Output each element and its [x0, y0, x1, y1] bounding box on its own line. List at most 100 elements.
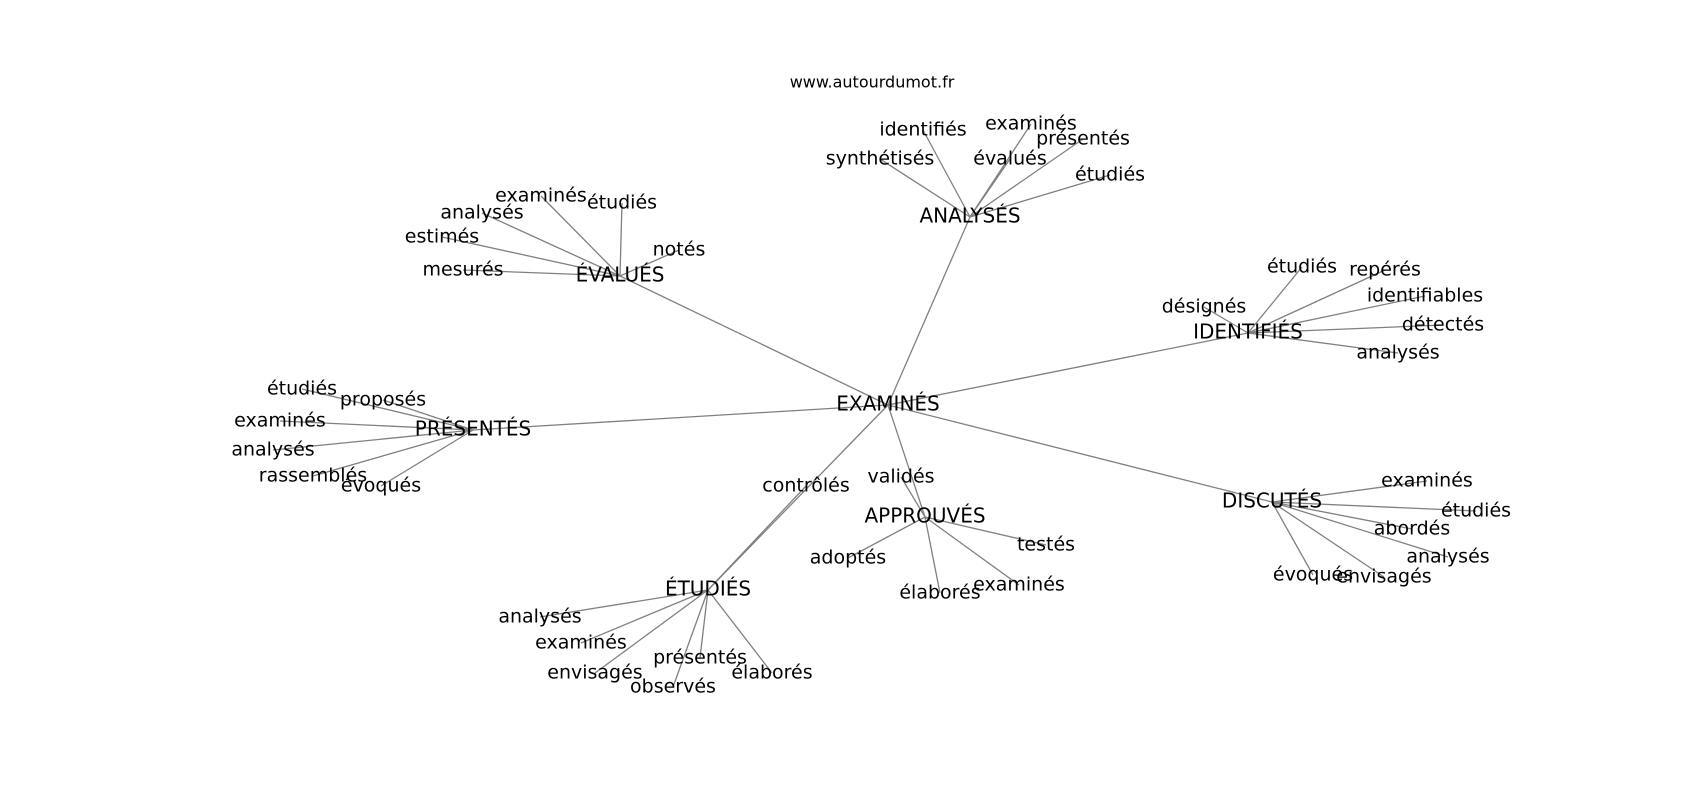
hub-word-evalues[interactable]: ÉVALUÉS: [576, 263, 665, 287]
graph-edges: [272, 123, 1477, 688]
leaf-word-discutes-4[interactable]: évoqués: [1273, 564, 1353, 586]
edge-analyses-leaf-2: [969, 138, 1084, 218]
edge-presentes-leaf-0: [301, 388, 474, 431]
center-word[interactable]: EXAMINÉS: [836, 392, 939, 416]
leaf-word-approuves-4[interactable]: examinés: [973, 574, 1065, 596]
edge-etudies-leaf-4: [699, 589, 709, 659]
edge-discutes-leaf-5: [1271, 501, 1385, 578]
leaf-word-presentes-4[interactable]: rassemblés: [259, 465, 367, 487]
edge-approuves-leaf-0: [900, 476, 926, 518]
edge-analyses-leaf-5: [969, 174, 1111, 218]
edge-identifies-leaf-5: [1247, 332, 1399, 354]
leaf-word-etudies-5[interactable]: observés: [630, 676, 716, 698]
edge-etudies-leaf-5: [672, 589, 709, 688]
leaf-word-evalues-4[interactable]: notés: [653, 239, 706, 261]
watermark: www.autourdumot.fr: [790, 73, 955, 92]
hub-word-analyses[interactable]: ANALYSÉS: [919, 204, 1020, 228]
edge-presentes-leaf-3: [272, 429, 474, 451]
edge-identifies-leaf-4: [1247, 324, 1444, 334]
edge-etudies-leaf-6: [707, 589, 773, 674]
leaf-word-presentes-2[interactable]: examinés: [234, 410, 326, 432]
leaf-word-approuves-0[interactable]: validés: [867, 466, 934, 488]
edge-discutes-leaf-4: [1271, 501, 1314, 576]
leaf-word-approuves-3[interactable]: élaborés: [899, 582, 980, 604]
leaf-word-analyses-0[interactable]: identifiés: [879, 119, 966, 141]
edge-analyses-leaf-0: [922, 129, 971, 218]
leaf-word-analyses-1[interactable]: examinés: [985, 113, 1077, 135]
edge-presentes-leaf-5: [380, 429, 474, 487]
leaf-word-analyses-2[interactable]: présentés: [1036, 128, 1130, 150]
leaf-word-evalues-2[interactable]: étudiés: [587, 192, 657, 214]
edge-approuves-leaf-1: [924, 516, 1047, 546]
edge-etudies-leaf-2: [580, 589, 709, 644]
hub-word-discutes[interactable]: DISCUTÉS: [1222, 489, 1322, 513]
leaf-word-presentes-5[interactable]: évoqués: [341, 475, 421, 497]
leaf-word-analyses-5[interactable]: étudiés: [1075, 164, 1145, 186]
edge-identifies-leaf-1: [1247, 269, 1386, 334]
edge-center-discutes: [887, 404, 1273, 503]
leaf-word-analyses-3[interactable]: synthétisés: [826, 148, 935, 170]
leaf-word-identifies-0[interactable]: étudiés: [1267, 256, 1337, 278]
edge-identifies-leaf-0: [1247, 266, 1303, 334]
edge-identifies-leaf-3: [1203, 306, 1249, 334]
edge-analyses-leaf-4: [969, 158, 1011, 218]
leaf-word-etudies-6[interactable]: élaborés: [731, 662, 812, 684]
leaf-word-evalues-1[interactable]: analysés: [440, 202, 523, 224]
edge-approuves-leaf-2: [847, 516, 926, 559]
edge-evalues-leaf-4: [619, 249, 680, 277]
leaf-word-presentes-1[interactable]: proposés: [340, 389, 426, 411]
leaf-word-evalues-5[interactable]: mesurés: [422, 259, 503, 281]
leaf-word-etudies-2[interactable]: examinés: [535, 632, 627, 654]
edge-center-etudies: [707, 404, 889, 591]
leaf-word-identifies-2[interactable]: identifiables: [1367, 285, 1483, 307]
edge-evalues-leaf-0: [540, 195, 621, 277]
leaf-word-discutes-1[interactable]: étudiés: [1441, 500, 1511, 522]
edge-approuves-leaf-3: [924, 516, 941, 594]
leaf-word-presentes-0[interactable]: étudiés: [267, 378, 337, 400]
edge-discutes-leaf-0: [1271, 480, 1428, 503]
leaf-word-etudies-3[interactable]: envisagés: [547, 662, 642, 684]
hub-word-presentes[interactable]: PRÉSENTÉS: [415, 417, 531, 441]
leaf-word-identifies-5[interactable]: analysés: [1356, 342, 1439, 364]
edge-approuves-leaf-4: [924, 516, 1020, 586]
edge-presentes-leaf-2: [279, 420, 474, 431]
edge-evalues-leaf-5: [462, 269, 621, 277]
leaf-word-evalues-0[interactable]: examinés: [495, 185, 587, 207]
edge-identifies-leaf-2: [1247, 295, 1426, 334]
leaf-word-discutes-5[interactable]: envisagés: [1336, 566, 1431, 588]
leaf-word-presentes-3[interactable]: analysés: [231, 439, 314, 461]
leaf-word-etudies-1[interactable]: analysés: [498, 606, 581, 628]
edge-center-presentes: [472, 404, 889, 431]
edge-analyses-leaf-3: [879, 158, 971, 218]
leaf-word-approuves-1[interactable]: testés: [1017, 534, 1075, 556]
leaf-word-identifies-4[interactable]: détectés: [1402, 314, 1484, 336]
leaf-word-etudies-0[interactable]: contrôlés: [762, 475, 849, 497]
hub-word-identifies[interactable]: IDENTIFIÉS: [1193, 320, 1303, 344]
edge-presentes-leaf-4: [312, 429, 474, 477]
edge-etudies-leaf-3: [594, 589, 709, 674]
edge-presentes-leaf-1: [382, 399, 474, 431]
leaf-word-discutes-0[interactable]: examinés: [1381, 470, 1473, 492]
leaf-word-evalues-3[interactable]: estimés: [405, 226, 479, 248]
leaf-word-analyses-4[interactable]: évalués: [973, 148, 1047, 170]
edge-etudies-leaf-1: [539, 589, 709, 618]
hub-word-approuves[interactable]: APPROUVÉS: [864, 504, 985, 528]
leaf-word-identifies-3[interactable]: désignés: [1162, 296, 1247, 318]
edge-center-approuves: [887, 404, 926, 518]
leaf-word-approuves-2[interactable]: adoptés: [810, 547, 886, 569]
edge-center-analyses: [887, 216, 971, 406]
edge-center-identifies: [887, 332, 1249, 406]
edge-evalues-leaf-2: [619, 202, 623, 277]
leaf-word-etudies-4[interactable]: présentés: [653, 647, 747, 669]
edge-center-evalues: [619, 275, 889, 406]
hub-word-etudies[interactable]: ÉTUDIÉS: [665, 577, 751, 601]
edge-evalues-leaf-1: [481, 212, 621, 277]
edge-discutes-leaf-3: [1271, 501, 1449, 558]
leaf-word-identifies-1[interactable]: repérés: [1349, 259, 1421, 281]
leaf-word-discutes-2[interactable]: abordés: [1374, 518, 1450, 540]
edge-discutes-leaf-2: [1271, 501, 1413, 530]
edge-discutes-leaf-1: [1271, 501, 1477, 512]
leaf-word-discutes-3[interactable]: analysés: [1406, 546, 1489, 568]
